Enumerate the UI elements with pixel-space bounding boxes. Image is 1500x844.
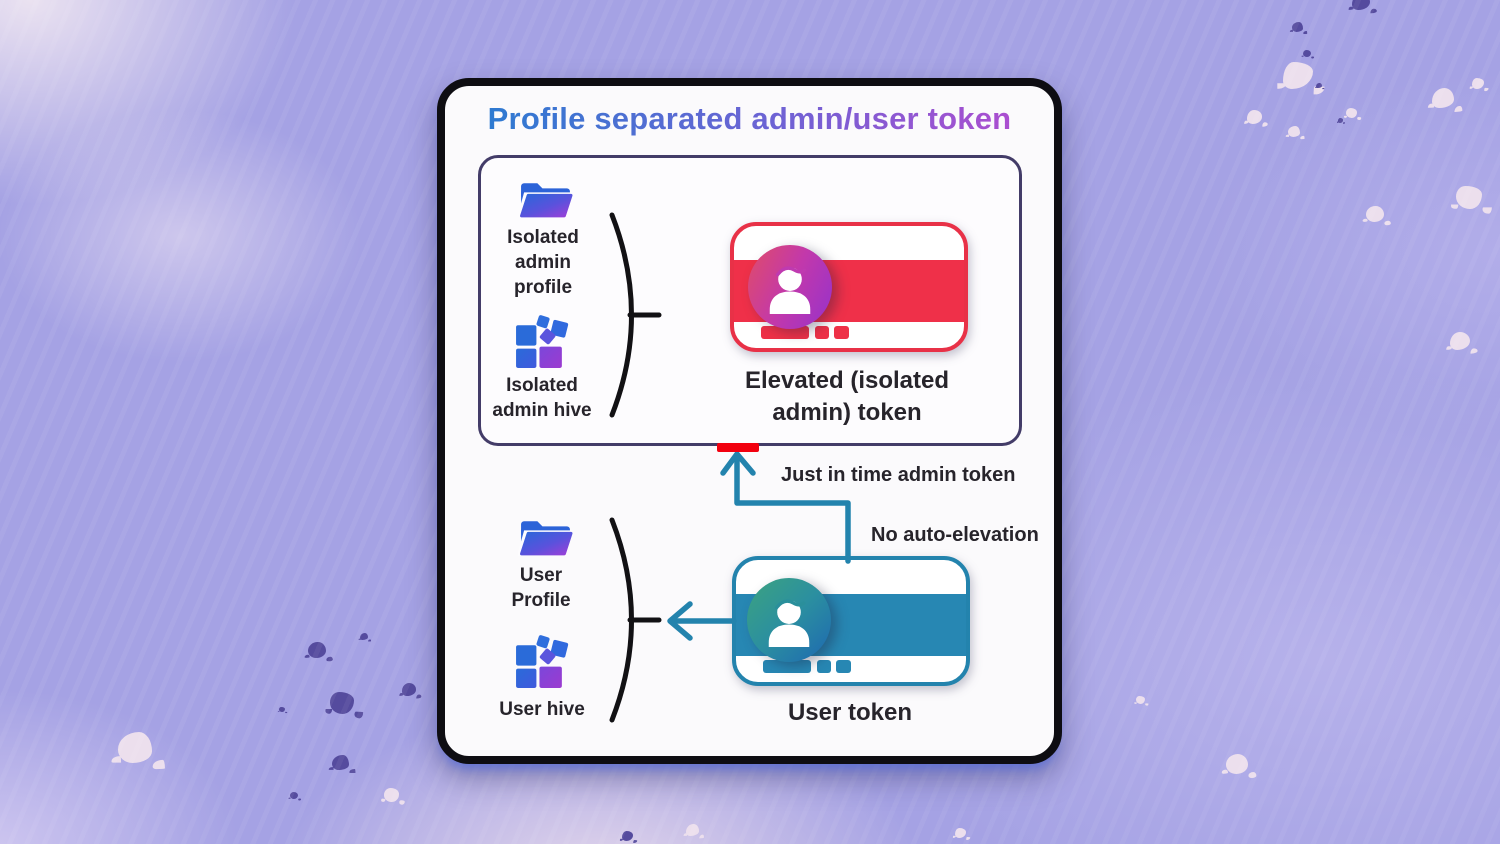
splatter-dot: [1346, 108, 1357, 118]
splatter-dot: [622, 831, 633, 841]
splatter-dot: [1247, 110, 1262, 124]
splatter-dot: [1456, 186, 1482, 210]
registry-hive-icon: [513, 635, 570, 693]
card-dash: [817, 660, 831, 673]
splatter-dot: [402, 683, 416, 696]
splatter-dot: [330, 692, 354, 714]
splatter-dot: [1136, 696, 1145, 705]
splatter-dot: [1432, 88, 1454, 108]
splatter-dot: [686, 824, 699, 836]
splatter-dot: [118, 732, 152, 763]
admin-token-card: [730, 222, 968, 352]
splatter-dot: [1338, 118, 1343, 123]
splatter-dot: [384, 788, 399, 802]
user-hive-label: User hive: [499, 699, 585, 720]
splatter-dot: [1288, 126, 1300, 137]
elevated-token-label: Elevated (isolated admin) token: [744, 367, 950, 426]
user-avatar-icon: [747, 578, 831, 662]
splatter-dot: [360, 633, 368, 641]
splatter-dot: [1352, 0, 1370, 11]
splatter-dot: [1292, 22, 1303, 32]
registry-hive-icon: [513, 315, 570, 373]
folder-icon: [516, 515, 573, 561]
splatter-dot: [1226, 754, 1248, 774]
admin-avatar-icon: [748, 245, 832, 329]
folder-icon: [516, 177, 573, 223]
no-auto-elevation-label: No auto-elevation: [871, 524, 1039, 546]
splatter-dot: [279, 707, 285, 713]
splatter-dot: [1283, 62, 1313, 89]
brace-icon: [603, 516, 665, 729]
blocked-red-bar: [717, 443, 759, 452]
splatter-dot: [290, 792, 298, 800]
card-dash: [763, 660, 811, 673]
card-dash: [836, 660, 851, 673]
isolated-admin-hive-label: Isolated admin hive: [492, 375, 592, 421]
isolated-admin-profile-label: Isolated admin profile: [507, 227, 579, 298]
left-arrow-icon: [662, 598, 740, 649]
splatter-dot: [332, 755, 349, 771]
splatter-dot: [1316, 83, 1322, 89]
splatter-dot: [1472, 78, 1484, 89]
card-dash: [815, 326, 829, 339]
splatter-dot: [1450, 332, 1470, 350]
splatter-dot: [955, 828, 966, 838]
jit-admin-token-label: Just in time admin token: [781, 464, 1016, 486]
user-profile-label: User Profile: [511, 565, 571, 611]
splatter-dot: [1366, 206, 1384, 223]
jit-elbow-arrow-icon: [713, 449, 858, 569]
diagram-title: Profile separated admin/user token: [437, 101, 1062, 137]
splatter-dot: [308, 642, 326, 659]
card-dash: [761, 326, 809, 339]
card-dash: [834, 326, 849, 339]
brace-icon: [603, 211, 665, 424]
user-token-label: User token: [787, 699, 913, 726]
splatter-dot: [1303, 50, 1311, 58]
